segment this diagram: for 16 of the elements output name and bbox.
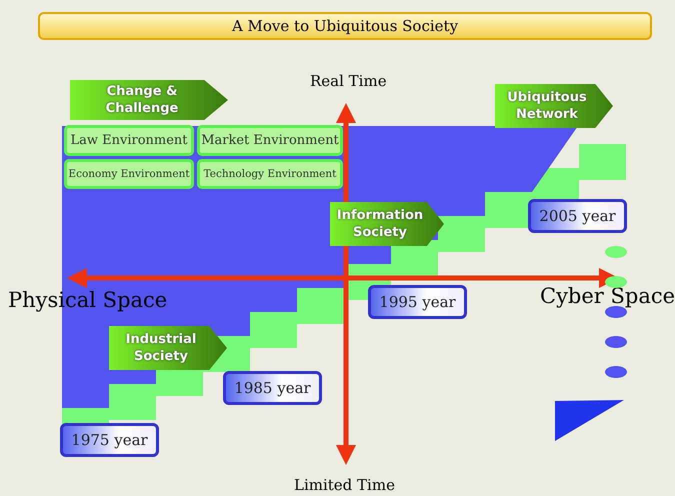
year-box: 1985 year bbox=[223, 371, 322, 405]
arrow-banner: Industrial Society bbox=[109, 326, 227, 370]
arrow-banner: Change & Challenge bbox=[70, 80, 228, 120]
arrow-banner: Ubiquitous Network bbox=[495, 84, 613, 128]
year-box: 1975 year bbox=[60, 423, 159, 457]
environment-box: Economy Environment bbox=[64, 159, 194, 189]
axis-label: Limited Time bbox=[294, 476, 395, 494]
environment-box: Technology Environment bbox=[197, 159, 343, 189]
environment-box: Market Environment bbox=[197, 125, 343, 156]
arrow-banner: Information Society bbox=[330, 202, 444, 246]
year-box: 2005 year bbox=[528, 199, 627, 233]
title-banner: A Move to Ubiquitous Society bbox=[38, 12, 652, 40]
axis-label: Real Time bbox=[310, 72, 387, 90]
environment-box: Law Environment bbox=[64, 125, 194, 156]
axis-label: Cyber Space bbox=[540, 284, 675, 308]
year-box: 1995 year bbox=[368, 285, 467, 319]
